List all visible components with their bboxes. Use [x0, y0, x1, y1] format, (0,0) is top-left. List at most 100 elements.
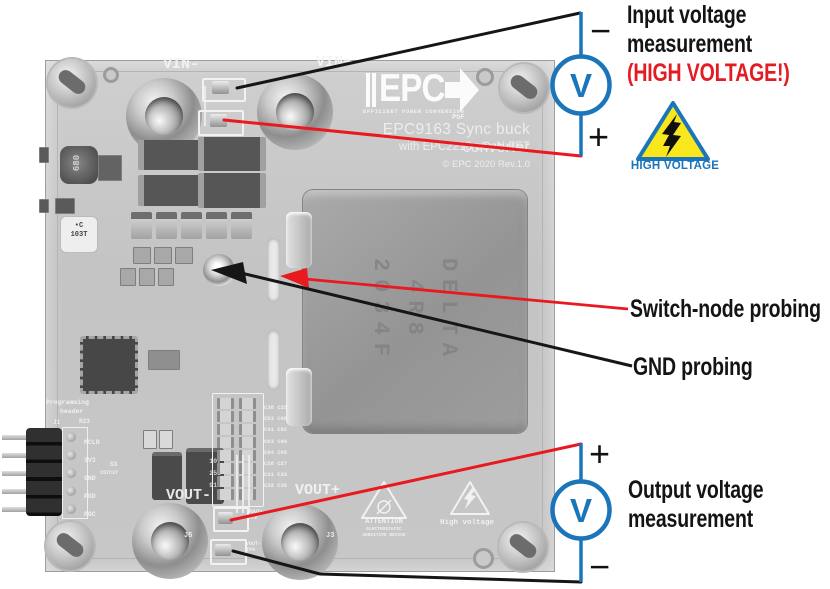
- silk-trace: [242, 455, 244, 513]
- input-minus-sign: −: [590, 10, 611, 51]
- output-voltmeter-icon: [550, 479, 612, 541]
- vin-plus-sense-pad: [210, 114, 227, 127]
- smd-component: [55, 198, 75, 214]
- high-voltage-warning-text: (HIGH VOLTAGE!): [627, 59, 790, 87]
- cap-pair: [239, 424, 256, 435]
- ceramic-cap: [156, 212, 177, 239]
- terminal-vout-minus: [132, 503, 208, 579]
- header-pin: [2, 453, 44, 458]
- epc-logo-bar: [372, 73, 376, 107]
- board-subtitle: with EPC2218 eGaN FET: [398, 141, 530, 153]
- ref-j1: J1: [53, 419, 61, 426]
- epc-logo-tagline: EFFICIENT POWER CONVERSION: [363, 108, 465, 115]
- cap-pair: [239, 437, 256, 448]
- ceramic-cap: [181, 212, 202, 239]
- inductor-clip: [286, 212, 312, 268]
- board-hv-warning-icon: [450, 481, 490, 515]
- screw-top-left: [48, 59, 96, 107]
- header-pad: [66, 432, 76, 442]
- programming-header-connector: [26, 428, 62, 516]
- ref-j3: J3: [326, 532, 335, 540]
- esd-warning-icon: [361, 481, 407, 519]
- controller-ic: [80, 336, 138, 394]
- output-minus-sign: −: [589, 546, 610, 587]
- ref-s3: S3: [110, 461, 118, 468]
- ceramic-cap: [131, 212, 152, 239]
- esd-warning-text: SENSITIVE DEVICE: [362, 533, 406, 538]
- output-minus-lead: [231, 549, 583, 584]
- screw-top-right: [500, 64, 548, 112]
- high-voltage-caption: HIGH VOLTAGE: [630, 160, 720, 172]
- header-pin: [2, 435, 44, 440]
- header-pin: [2, 507, 44, 512]
- header-pad: [66, 450, 76, 460]
- edge-component: [39, 199, 49, 213]
- input-measurement-label: Input voltage measurement (HIGH VOLTAGE!…: [627, 1, 790, 87]
- cap-pair: [239, 489, 256, 500]
- cap-pair: [217, 463, 234, 474]
- smd-cap: [159, 430, 173, 449]
- vout-sense-tp-box: [210, 539, 247, 565]
- programming-header-label: header: [60, 408, 84, 415]
- header-pin: [2, 489, 44, 494]
- mounting-hole: [103, 67, 119, 83]
- programming-header-outline: [62, 427, 88, 519]
- smd-cap: [133, 247, 151, 264]
- ic-103t: •C 103T: [60, 216, 98, 253]
- screw-bottom-left: [46, 522, 94, 570]
- pbf-mark: PbF: [452, 114, 465, 122]
- smd-ic: [148, 350, 180, 370]
- output-plus-sign: +: [589, 433, 610, 474]
- cap-pair: [239, 411, 256, 422]
- cap-pair: [217, 424, 234, 435]
- board-slot: [267, 330, 280, 390]
- programming-header-label: Programming: [46, 399, 89, 406]
- inductor-clip: [286, 368, 312, 426]
- silk-vin-minus: VIN-: [163, 56, 200, 73]
- switch-node-arrowhead: [280, 268, 309, 288]
- tp4-label: VOUT-TP4: [246, 541, 262, 553]
- tp3-label: VOUT+TP3: [248, 509, 264, 521]
- silk-trace: [236, 455, 238, 513]
- output-inductor: [303, 190, 527, 433]
- aux-inductor: [60, 146, 98, 184]
- esd-warning-text: ATTENTION: [365, 518, 403, 526]
- silk-trace: [204, 86, 206, 126]
- cap-pair: [239, 450, 256, 461]
- board-copyright: © EPC 2020 Rev.1.0: [442, 159, 530, 170]
- power-block-marking: 107 255 913: [209, 458, 221, 489]
- ceramic-cap: [206, 212, 227, 239]
- switch-node-leader: [304, 277, 629, 311]
- input-capacitor: [198, 173, 266, 208]
- smd-cap: [175, 247, 193, 264]
- epc-logo-text: EPC: [379, 67, 445, 110]
- cap-column-outline: [212, 393, 264, 507]
- smd-component: [98, 155, 122, 181]
- gnd-probing-label: GND probing: [633, 353, 753, 381]
- input-minus-lead: [235, 11, 582, 90]
- vin-minus-sense-pad: [212, 81, 229, 94]
- input-voltmeter-symbol: V: [570, 67, 592, 104]
- smd-cap: [139, 268, 155, 286]
- header-pin: [2, 471, 44, 476]
- vout-minus-sense-pad: [215, 544, 231, 556]
- cap-pair: [239, 476, 256, 487]
- vout-plus-sense-pad: [218, 512, 233, 524]
- output-measurement-label: Output voltage measurement: [628, 476, 764, 533]
- silk-vout-minus: VOUT-: [166, 487, 212, 504]
- cap-pair: [239, 463, 256, 474]
- switch-node-slot: [267, 238, 280, 302]
- esd-warning-text: ELECTROSTATIC: [366, 527, 402, 532]
- cap-pair: [217, 437, 234, 448]
- vout-sense-tp-box: [213, 507, 249, 532]
- high-voltage-icon: [636, 101, 710, 161]
- gnd-arrowhead: [211, 262, 247, 284]
- ref-c57: C57C37: [100, 470, 119, 476]
- silk-vout-plus: VOUT+: [295, 482, 341, 499]
- switch-node-probing-label: Switch-node probing: [630, 295, 821, 323]
- ref-r23: R23: [79, 418, 90, 425]
- smd-cap: [143, 430, 157, 449]
- silk-trace: [248, 455, 250, 513]
